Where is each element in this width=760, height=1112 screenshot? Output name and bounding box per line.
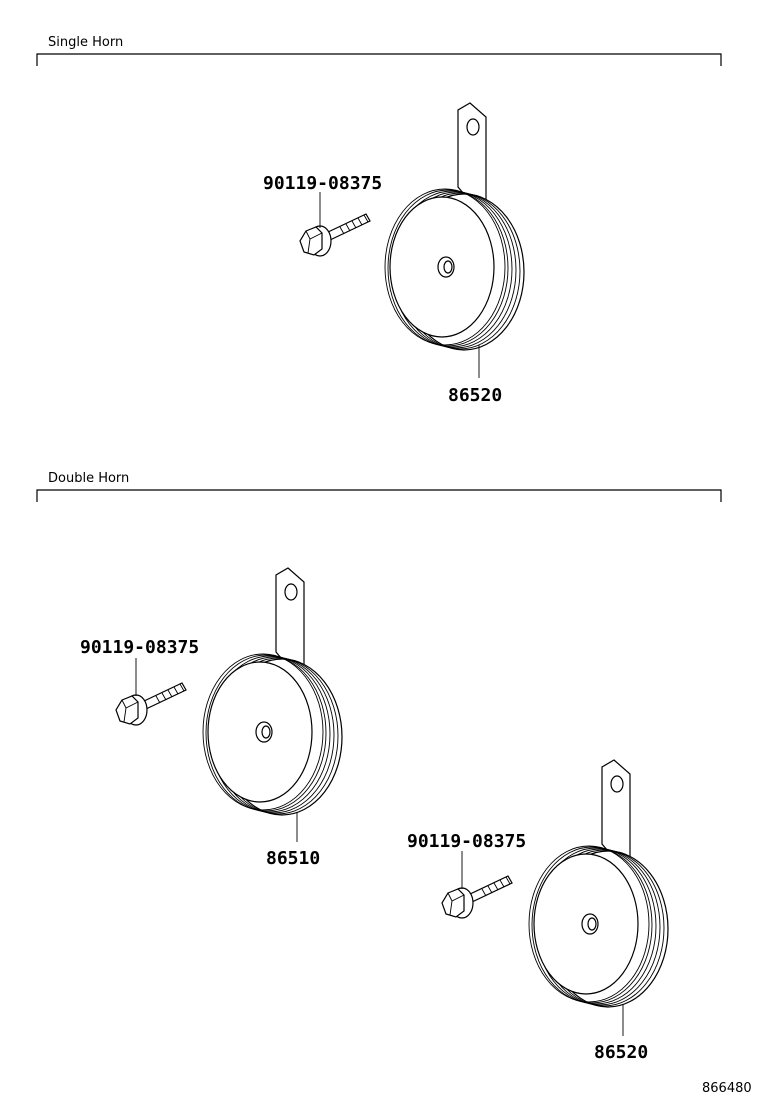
part-label-double-horn-left: 86510 — [266, 848, 320, 869]
section-bracket-line — [36, 489, 722, 502]
part-label-single-bolt: 90119-08375 — [263, 173, 382, 194]
horn-86520-double — [528, 759, 669, 1008]
section-single-horn: Single Horn — [36, 35, 722, 66]
bolt-double-right — [441, 875, 513, 919]
horn-86510 — [202, 567, 343, 816]
part-label-single-horn: 86520 — [448, 385, 502, 406]
section-title-single-horn: Single Horn — [48, 35, 123, 50]
bolt-double-left — [115, 682, 187, 726]
part-label-double-bolt-left: 90119-08375 — [80, 637, 199, 658]
horn-86520-single — [384, 102, 525, 351]
part-label-double-horn-right: 86520 — [594, 1042, 648, 1063]
section-double-horn: Double Horn — [36, 471, 722, 502]
section-title-double-horn: Double Horn — [48, 471, 129, 486]
section-bracket-line — [36, 53, 722, 66]
bolt-single — [299, 213, 371, 257]
part-label-double-bolt-right: 90119-08375 — [407, 831, 526, 852]
diagram-code: 866480 — [702, 1081, 752, 1096]
